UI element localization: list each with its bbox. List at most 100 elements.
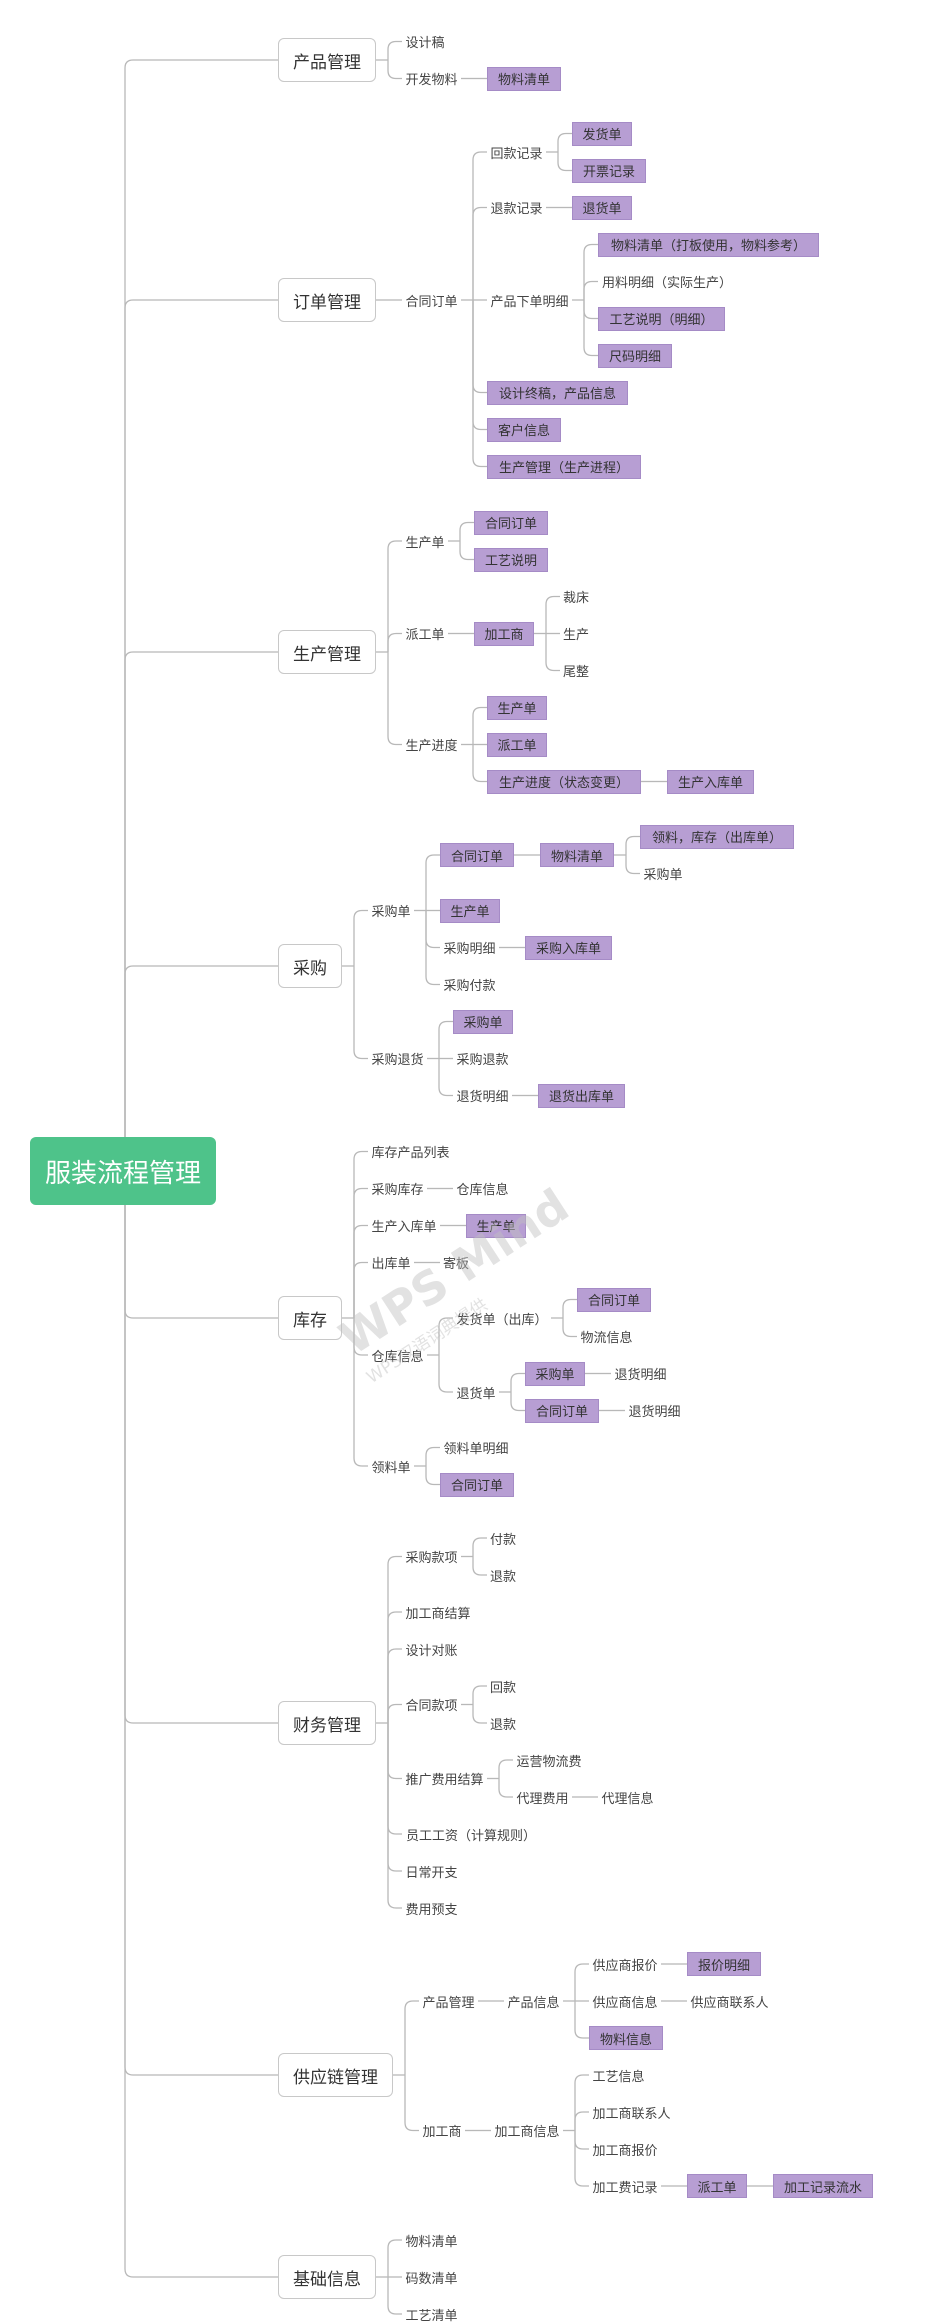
branch-3-node-0-1[interactable]: 生产单 bbox=[440, 898, 500, 923]
branch-3-node-0-0-0-0[interactable]: 领料，库存（出库单） bbox=[640, 824, 794, 849]
branch-4[interactable]: 库存 bbox=[278, 1296, 342, 1340]
branch-5-node-7[interactable]: 费用预支 bbox=[405, 1902, 458, 1918]
branch-1-node-0-1-0[interactable]: 退货单 bbox=[572, 195, 632, 220]
branch-1-node-0-2-2[interactable]: 工艺说明（明细） bbox=[598, 306, 725, 331]
branch-6-node-1-0[interactable]: 加工商信息 bbox=[494, 2125, 560, 2140]
branch-2-node-2-2[interactable]: 生产进度（状态变更） bbox=[487, 769, 641, 794]
branch-2-node-2-2-0[interactable]: 生产入库单 bbox=[667, 769, 754, 794]
branch-5-node-1[interactable]: 加工商结算 bbox=[405, 1606, 471, 1622]
branch-3-node-1-1[interactable]: 采购退款 bbox=[456, 1053, 509, 1068]
branch-5-node-0[interactable]: 采购款项 bbox=[405, 1551, 458, 1566]
branch-4-node-5[interactable]: 领料单 bbox=[371, 1460, 411, 1476]
branch-1-node-0-1[interactable]: 退款记录 bbox=[490, 202, 543, 217]
branch-2-node-2-1[interactable]: 派工单 bbox=[487, 732, 547, 757]
branch-7[interactable]: 基础信息 bbox=[278, 2255, 376, 2299]
branch-4-node-4[interactable]: 仓库信息 bbox=[371, 1349, 424, 1365]
branch-5-node-4-0[interactable]: 运营物流费 bbox=[516, 1754, 582, 1770]
branch-4-node-4-1-1-0[interactable]: 退货明细 bbox=[628, 1405, 681, 1420]
branch-2-node-1[interactable]: 派工单 bbox=[405, 628, 445, 643]
branch-5-node-4[interactable]: 推广费用结算 bbox=[405, 1773, 484, 1788]
branch-5-node-6[interactable]: 日常开支 bbox=[405, 1865, 458, 1881]
branch-2-node-0[interactable]: 生产单 bbox=[405, 535, 445, 551]
branch-5-node-0-0[interactable]: 付款 bbox=[489, 1532, 516, 1548]
branch-2-node-1-0-0[interactable]: 裁床 bbox=[562, 591, 589, 606]
branch-1-node-0-2[interactable]: 产品下单明细 bbox=[490, 294, 569, 310]
branch-2-node-0-0[interactable]: 合同订单 bbox=[474, 510, 548, 535]
branch-3-node-0-0-0-1[interactable]: 采购单 bbox=[643, 868, 683, 883]
branch-7-node-2[interactable]: 工艺清单 bbox=[405, 2308, 458, 2322]
branch-6-node-1-0-3-0-0[interactable]: 加工记录流水 bbox=[773, 2174, 873, 2198]
branch-6[interactable]: 供应链管理 bbox=[278, 2053, 393, 2097]
branch-4-node-4-0-0[interactable]: 合同订单 bbox=[577, 1287, 651, 1312]
branch-5-node-2[interactable]: 设计对账 bbox=[405, 1643, 458, 1659]
branch-6-node-0-0-1-0[interactable]: 供应商联系人 bbox=[690, 1995, 769, 2011]
branch-3[interactable]: 采购 bbox=[278, 944, 342, 988]
branch-2-node-0-1[interactable]: 工艺说明 bbox=[474, 547, 548, 572]
branch-6-node-1[interactable]: 加工商 bbox=[422, 2125, 462, 2140]
branch-3-node-0[interactable]: 采购单 bbox=[371, 905, 411, 920]
branch-4-node-4-1-0[interactable]: 采购单 bbox=[525, 1361, 585, 1386]
branch-7-node-1[interactable]: 码数清单 bbox=[405, 2271, 458, 2287]
branch-2-node-1-0[interactable]: 加工商 bbox=[474, 621, 534, 646]
branch-2-node-1-0-2[interactable]: 尾整 bbox=[562, 665, 589, 680]
branch-1-node-0-2-0[interactable]: 物料清单（打板使用，物料参考） bbox=[598, 232, 819, 257]
branch-4-node-5-0[interactable]: 领料单明细 bbox=[443, 1442, 509, 1457]
branch-4-node-1[interactable]: 采购库存 bbox=[371, 1183, 424, 1198]
branch-0-node-1-0[interactable]: 物料清单 bbox=[487, 66, 561, 91]
branch-3-node-1-2-0[interactable]: 退货出库单 bbox=[538, 1083, 625, 1108]
branch-4-node-2[interactable]: 生产入库单 bbox=[371, 1220, 437, 1235]
branch-3-node-1-0[interactable]: 采购单 bbox=[453, 1009, 513, 1034]
branch-6-node-1-0-1[interactable]: 加工商联系人 bbox=[592, 2106, 671, 2122]
branch-1-node-0-4[interactable]: 客户信息 bbox=[487, 417, 561, 442]
branch-6-node-0-0-1[interactable]: 供应商信息 bbox=[592, 1995, 658, 2011]
branch-5-node-3-1[interactable]: 退款 bbox=[489, 1717, 516, 1733]
branch-4-node-5-1[interactable]: 合同订单 bbox=[440, 1472, 514, 1497]
branch-6-node-1-0-3-0[interactable]: 派工单 bbox=[687, 2174, 747, 2198]
branch-1-node-0-0[interactable]: 回款记录 bbox=[490, 146, 543, 162]
branch-4-node-3[interactable]: 出库单 bbox=[371, 1257, 411, 1272]
branch-5-node-4-1[interactable]: 代理费用 bbox=[516, 1791, 569, 1807]
branch-2-node-2-0[interactable]: 生产单 bbox=[487, 695, 547, 720]
branch-4-node-4-1-1[interactable]: 合同订单 bbox=[525, 1398, 599, 1423]
branch-6-node-0-0-0-0[interactable]: 报价明细 bbox=[687, 1952, 761, 1976]
branch-4-node-0[interactable]: 库存产品列表 bbox=[371, 1146, 450, 1161]
branch-4-node-1-0[interactable]: 仓库信息 bbox=[456, 1183, 509, 1198]
branch-3-node-1-2[interactable]: 退货明细 bbox=[456, 1090, 509, 1105]
branch-1-node-0-0-1[interactable]: 开票记录 bbox=[572, 158, 646, 183]
branch-6-node-1-0-2[interactable]: 加工商报价 bbox=[592, 2143, 658, 2159]
branch-2-node-1-0-1[interactable]: 生产 bbox=[562, 628, 589, 643]
branch-6-node-0[interactable]: 产品管理 bbox=[422, 1995, 475, 2011]
branch-6-node-1-0-0[interactable]: 工艺信息 bbox=[592, 2069, 645, 2085]
branch-3-node-0-2[interactable]: 采购明细 bbox=[443, 942, 496, 957]
branch-4-node-4-1-0-0[interactable]: 退货明细 bbox=[614, 1368, 667, 1383]
branch-1-node-0-3[interactable]: 设计终稿，产品信息 bbox=[487, 380, 628, 405]
branch-3-node-1[interactable]: 采购退货 bbox=[371, 1053, 424, 1068]
branch-5-node-3[interactable]: 合同款项 bbox=[405, 1699, 458, 1714]
branch-2-node-2[interactable]: 生产进度 bbox=[405, 739, 458, 754]
branch-5-node-0-1[interactable]: 退款 bbox=[489, 1569, 516, 1585]
branch-1-node-0-5[interactable]: 生产管理（生产进程） bbox=[487, 454, 641, 479]
branch-4-node-2-0[interactable]: 生产单 bbox=[466, 1213, 526, 1238]
branch-5-node-4-1-0[interactable]: 代理信息 bbox=[601, 1791, 654, 1807]
branch-4-node-4-1[interactable]: 退货单 bbox=[456, 1386, 496, 1402]
branch-1[interactable]: 订单管理 bbox=[278, 278, 376, 322]
branch-1-node-0-0-0[interactable]: 发货单 bbox=[572, 121, 632, 146]
branch-6-node-0-0-2[interactable]: 物料信息 bbox=[589, 2026, 663, 2050]
branch-0[interactable]: 产品管理 bbox=[278, 38, 376, 82]
branch-6-node-0-0[interactable]: 产品信息 bbox=[507, 1995, 560, 2011]
root-node[interactable]: 服装流程管理 bbox=[30, 1137, 216, 1205]
branch-5-node-3-0[interactable]: 回款 bbox=[489, 1680, 516, 1696]
branch-1-node-0-2-1[interactable]: 用料明细（实际生产） bbox=[601, 276, 732, 291]
branch-4-node-4-0[interactable]: 发货单（出库） bbox=[456, 1312, 548, 1328]
branch-2[interactable]: 生产管理 bbox=[278, 630, 376, 674]
branch-4-node-4-0-1[interactable]: 物流信息 bbox=[580, 1331, 633, 1346]
branch-1-node-0-2-3[interactable]: 尺码明细 bbox=[598, 343, 672, 368]
branch-5-node-5[interactable]: 员工工资（计算规则） bbox=[405, 1828, 536, 1844]
branch-7-node-0[interactable]: 物料清单 bbox=[405, 2234, 458, 2250]
branch-3-node-0-0-0[interactable]: 物料清单 bbox=[540, 843, 614, 867]
branch-0-node-0[interactable]: 设计稿 bbox=[405, 36, 445, 51]
branch-5[interactable]: 财务管理 bbox=[278, 1701, 376, 1745]
branch-6-node-1-0-3[interactable]: 加工费记录 bbox=[592, 2180, 658, 2196]
branch-3-node-0-0[interactable]: 合同订单 bbox=[440, 843, 514, 867]
branch-3-node-0-2-0[interactable]: 采购入库单 bbox=[525, 935, 612, 960]
